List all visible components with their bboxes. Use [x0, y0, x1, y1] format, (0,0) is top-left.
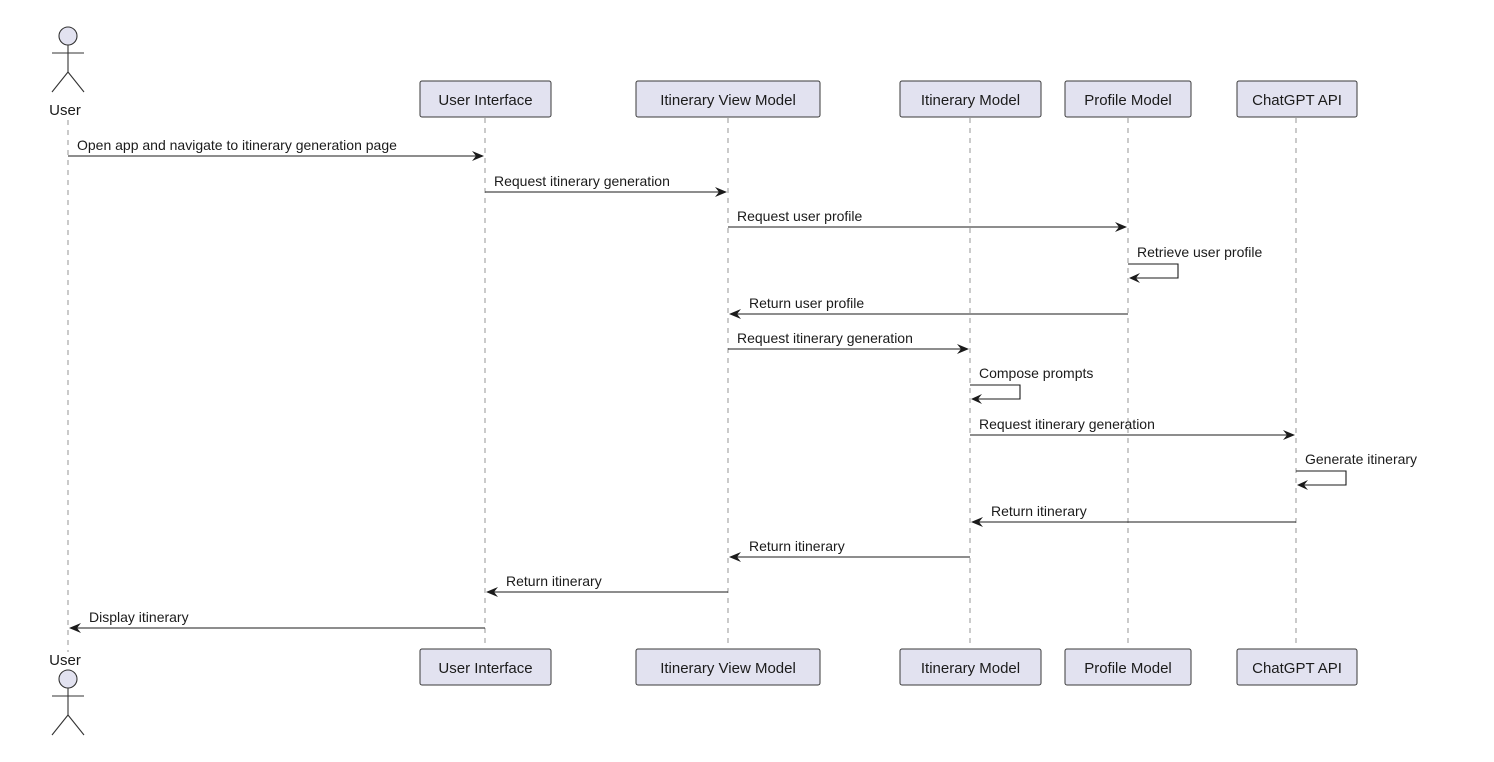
participant-box	[1236, 80, 1358, 118]
arrow-head-icon	[1283, 430, 1295, 440]
message-label: Request itinerary generation	[494, 173, 670, 189]
participant-gpt-top: ChatGPT API	[1236, 80, 1358, 118]
self-message-line	[1128, 263, 1179, 279]
message-4: Retrieve user profile	[1128, 244, 1262, 283]
message-label: Compose prompts	[979, 365, 1093, 381]
message-3: Request user profile	[728, 208, 1127, 232]
participant-ui-bottom: User Interface	[419, 648, 552, 686]
participant-pm-bottom: Profile Model	[1064, 648, 1192, 686]
message-6: Request itinerary generation	[728, 330, 969, 354]
actor-left-leg	[51, 714, 69, 736]
message-label: Return itinerary	[991, 503, 1087, 519]
participant-gpt-bottom: ChatGPT API	[1236, 648, 1358, 686]
participant-box	[899, 80, 1042, 118]
lifelines	[67, 118, 1297, 652]
arrow-head-icon	[729, 552, 741, 562]
participant-box	[419, 648, 552, 686]
arrow-head-icon	[69, 623, 81, 633]
message-5: Return user profile	[729, 295, 1128, 319]
message-10: Return itinerary	[971, 503, 1296, 527]
actor-user-top: User	[49, 26, 85, 119]
participant-label: User Interface	[438, 92, 532, 109]
participant-im-bottom: Itinerary Model	[899, 648, 1042, 686]
arrow-head-icon	[1297, 480, 1308, 490]
message-2: Request itinerary generation	[485, 173, 727, 197]
arrow-head-icon	[971, 517, 983, 527]
self-message-line	[1296, 470, 1347, 486]
participant-pm-top: Profile Model	[1064, 80, 1192, 118]
participant-ivm-top: Itinerary View Model	[635, 80, 821, 118]
message-label: Return user profile	[749, 295, 864, 311]
message-label: Generate itinerary	[1305, 451, 1417, 467]
participant-box	[1064, 80, 1192, 118]
participant-label: Itinerary View Model	[660, 660, 796, 677]
message-label: Open app and navigate to itinerary gener…	[77, 137, 397, 153]
message-11: Return itinerary	[729, 538, 970, 562]
message-label: Return itinerary	[506, 573, 602, 589]
arrow-head-icon	[1115, 222, 1127, 232]
message-12: Return itinerary	[486, 573, 728, 597]
message-label: Request user profile	[737, 208, 863, 224]
message-label: Request itinerary generation	[979, 416, 1155, 432]
message-8: Request itinerary generation	[970, 416, 1295, 440]
message-label: Request itinerary generation	[737, 330, 913, 346]
actor-right-leg	[67, 714, 85, 736]
actor-right-leg	[67, 71, 85, 93]
participant-box	[1064, 648, 1192, 686]
actor-head	[58, 669, 78, 689]
message-label: Return itinerary	[749, 538, 845, 554]
participant-label: ChatGPT API	[1252, 660, 1342, 677]
message-13: Display itinerary	[69, 609, 485, 633]
participant-ivm-bottom: Itinerary View Model	[635, 648, 821, 686]
participant-label: Profile Model	[1084, 92, 1172, 109]
actor-left-leg	[51, 71, 69, 93]
participant-label: Itinerary View Model	[660, 92, 796, 109]
messages: Open app and navigate to itinerary gener…	[68, 137, 1417, 633]
actor-head	[58, 26, 78, 46]
participant-label: ChatGPT API	[1252, 92, 1342, 109]
participant-label: Itinerary Model	[921, 660, 1020, 677]
self-message-line	[970, 384, 1021, 400]
participant-label: Profile Model	[1084, 660, 1172, 677]
arrow-head-icon	[715, 187, 727, 197]
arrow-head-icon	[472, 151, 484, 161]
actor-label: User	[49, 652, 81, 669]
message-1: Open app and navigate to itinerary gener…	[68, 137, 484, 161]
arrow-head-icon	[971, 394, 982, 404]
participant-im-top: Itinerary Model	[899, 80, 1042, 118]
message-label: Retrieve user profile	[1137, 244, 1262, 260]
participant-box	[1236, 648, 1358, 686]
actor-label: User	[49, 102, 81, 119]
message-9: Generate itinerary	[1296, 451, 1417, 490]
arrow-head-icon	[486, 587, 498, 597]
participant-ui-top: User Interface	[419, 80, 552, 118]
participant-box	[419, 80, 552, 118]
participant-box	[899, 648, 1042, 686]
arrow-head-icon	[957, 344, 969, 354]
participant-label: Itinerary Model	[921, 92, 1020, 109]
arrow-head-icon	[1129, 273, 1140, 283]
actor-user-bottom: User	[49, 652, 85, 736]
message-label: Display itinerary	[89, 609, 189, 625]
participant-box	[635, 648, 821, 686]
participant-box	[635, 80, 821, 118]
arrow-head-icon	[729, 309, 741, 319]
participant-label: User Interface	[438, 660, 532, 677]
message-7: Compose prompts	[970, 365, 1093, 404]
